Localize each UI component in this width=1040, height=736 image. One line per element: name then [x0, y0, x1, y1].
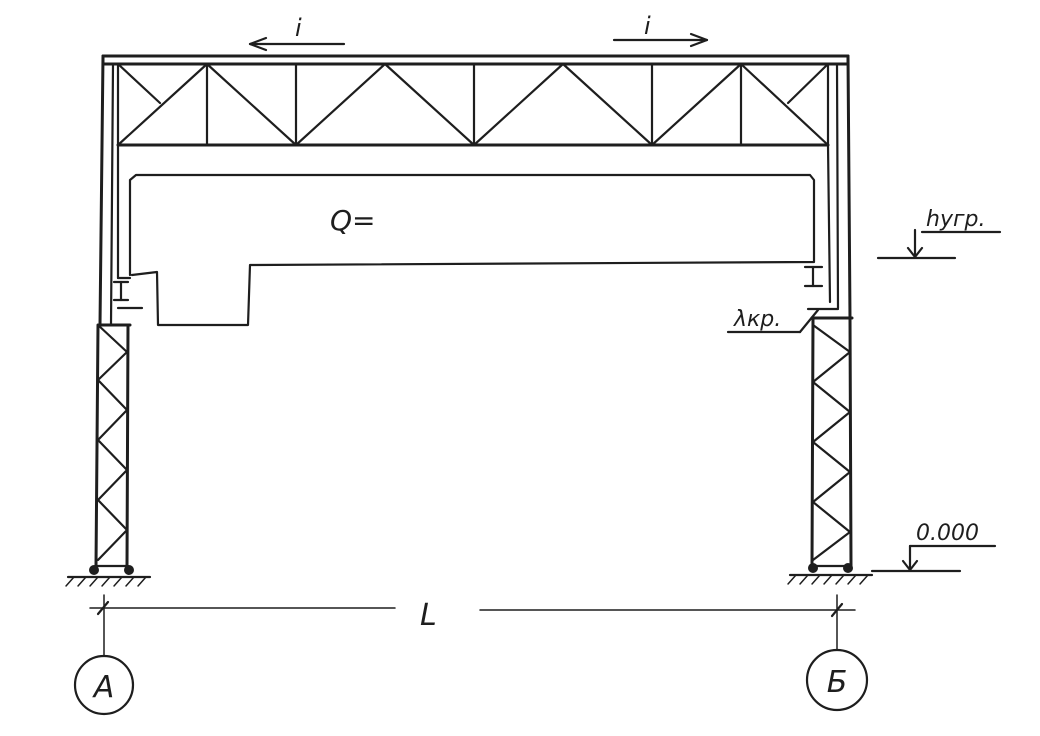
axis-label-right: Б	[827, 665, 848, 700]
span-dimension	[89, 600, 856, 618]
slope-label-right: i	[644, 12, 651, 40]
crane-gauge-leader	[726, 308, 820, 334]
axis-bubble-left	[73, 654, 135, 716]
left-crane-rail	[112, 280, 144, 310]
slope-arrow-right	[612, 32, 709, 48]
span-label: L	[420, 598, 437, 633]
ground-level-mark	[870, 544, 997, 573]
crane-rail-level-mark	[876, 228, 1002, 260]
left-column-upper	[98, 54, 132, 327]
crane-gauge-label: λкр.	[733, 307, 781, 332]
crane-load-label: Q=	[330, 204, 376, 237]
roof-truss	[101, 54, 850, 147]
slope-label-left: i	[295, 14, 302, 42]
crane-bridge	[128, 173, 816, 327]
crane-rail-level-label: hугр.	[926, 207, 985, 232]
right-crane-rail	[803, 265, 840, 311]
right-column-lattice	[810, 316, 854, 568]
axis-label-left: А	[92, 670, 115, 705]
ground-level-label: 0.000	[916, 521, 979, 546]
left-support	[65, 565, 152, 587]
right-column-upper	[826, 54, 852, 320]
right-support	[787, 563, 874, 585]
axis-bubble-right	[805, 648, 869, 712]
left-column-lattice	[94, 323, 132, 568]
slope-arrow-left	[248, 36, 346, 52]
